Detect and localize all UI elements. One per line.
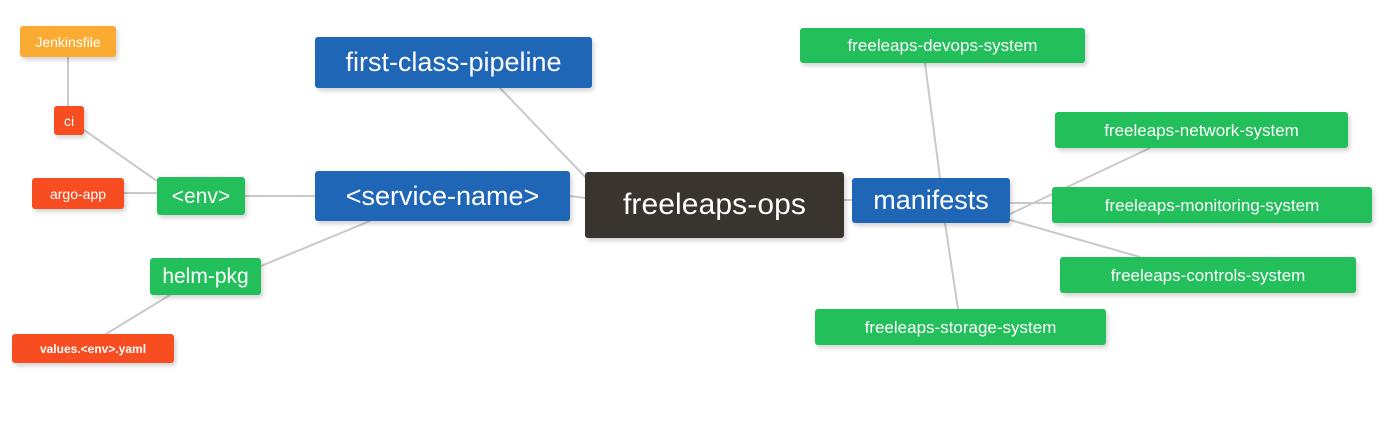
node-label-helm-pkg: helm-pkg: [162, 265, 249, 288]
node-first-class-pipeline[interactable]: first-class-pipeline: [315, 37, 592, 88]
node-values-env-yaml[interactable]: values.<env>.yaml: [12, 334, 174, 363]
node-freeleaps-monitoring-system[interactable]: freeleaps-monitoring-system: [1052, 187, 1372, 223]
node-label-freeleaps-storage-system: freeleaps-storage-system: [864, 317, 1057, 337]
node-env[interactable]: <env>: [157, 177, 245, 215]
node-label-freeleaps-ops: freeleaps-ops: [622, 188, 807, 221]
node-freeleaps-storage-system[interactable]: freeleaps-storage-system: [815, 309, 1106, 345]
node-service-name[interactable]: <service-name>: [315, 171, 570, 221]
node-label-first-class-pipeline: first-class-pipeline: [345, 47, 562, 77]
node-argo-app[interactable]: argo-app: [32, 178, 124, 209]
node-label-service-name: <service-name>: [345, 180, 540, 211]
node-label-freeleaps-monitoring-system: freeleaps-monitoring-system: [1104, 195, 1320, 215]
edge-env-to-ci: [83, 129, 158, 182]
edge-helm-pkg-to-values-env-yaml: [105, 294, 171, 335]
node-label-freeleaps-devops-system: freeleaps-devops-system: [847, 36, 1038, 55]
edge-manifests-to-freeleaps-controls-system: [1009, 219, 1141, 258]
node-label-ci: ci: [63, 112, 75, 129]
node-manifests[interactable]: manifests: [852, 178, 1010, 223]
node-freeleaps-controls-system[interactable]: freeleaps-controls-system: [1060, 257, 1356, 293]
node-label-values-env-yaml: values.<env>.yaml: [39, 341, 147, 356]
node-label-freeleaps-network-system: freeleaps-network-system: [1104, 120, 1299, 140]
edge-manifests-to-freeleaps-devops-system: [924, 62, 941, 179]
edge-manifests-to-freeleaps-storage-system: [944, 222, 959, 310]
node-jenkinsfile[interactable]: Jenkinsfile: [20, 26, 116, 57]
node-label-freeleaps-controls-system: freeleaps-controls-system: [1110, 265, 1306, 285]
node-label-manifests: manifests: [873, 185, 989, 215]
node-label-argo-app: argo-app: [49, 185, 107, 202]
edge-freeleaps-ops-to-service-name: [569, 195, 586, 199]
node-freeleaps-devops-system[interactable]: freeleaps-devops-system: [800, 28, 1085, 63]
node-ci[interactable]: ci: [54, 106, 84, 135]
edge-freeleaps-ops-to-first-class-pipeline: [499, 87, 589, 181]
node-freeleaps-network-system[interactable]: freeleaps-network-system: [1055, 112, 1348, 148]
node-label-jenkinsfile: Jenkinsfile: [35, 33, 101, 50]
node-freeleaps-ops[interactable]: freeleaps-ops: [585, 172, 844, 238]
edge-service-name-to-helm-pkg: [260, 220, 371, 267]
node-helm-pkg[interactable]: helm-pkg: [150, 258, 261, 295]
node-label-env: <env>: [171, 184, 231, 208]
